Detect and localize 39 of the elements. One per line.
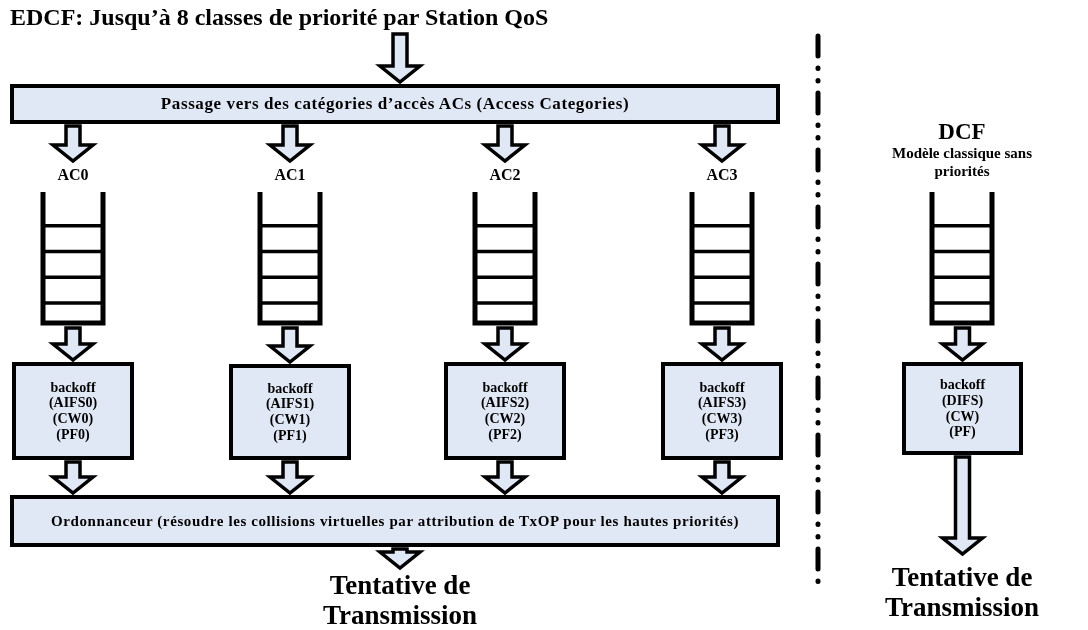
heading-text: Tentative de Transmission [321,569,478,630]
process-box [10,84,780,124]
block-arrow [937,455,988,557]
queue-label: AC2 [489,165,521,185]
process-box [444,362,566,460]
block-arrow [480,326,530,363]
queue-label: AC3 [706,165,738,185]
block-arrow [697,460,747,496]
box-text: Passage vers des catégories d’accès ACs (Access Categories) [160,94,630,114]
box-text: backoff (AIFS0) (CW0) (PF0) [48,379,98,443]
block-arrow [375,547,425,571]
heading-text: EDCF: Jusqu’à 8 classes de priorité par Station QoS [10,3,549,31]
queue-caption: Modèle classique sans priorités [891,144,1033,180]
block-arrow [697,326,747,363]
box-text: backoff (DIFS) (CW) (PF) [939,377,986,440]
process-box [12,362,134,460]
process-box [902,362,1023,455]
box-text: backoff (AIFS1) (CW1) (PF1) [265,380,315,444]
process-box [10,495,780,547]
block-arrow [48,460,98,496]
process-box [229,364,351,460]
queue-label: AC1 [274,165,306,185]
block-arrow [480,124,530,164]
box-text: backoff (AIFS3) (CW3) (PF3) [697,379,747,443]
block-arrow [375,32,425,85]
block-arrow [480,460,530,496]
box-text: backoff (AIFS2) (CW2) (PF2) [480,379,530,443]
queue-label: AC0 [57,165,89,185]
box-text: Ordonnanceur (résoudre les collisions virtuelles par attribution de TxOP pour les hautes priorités) [51,512,739,530]
queue-label: DCF [938,120,986,144]
block-arrow [937,326,988,363]
block-arrow [697,124,747,164]
block-arrow [265,460,315,496]
block-arrow [48,326,98,363]
block-arrow [265,124,315,164]
block-arrow [265,326,315,365]
process-box [661,362,783,460]
heading-text: Tentative de Transmission [883,561,1040,623]
block-arrow [48,124,98,164]
